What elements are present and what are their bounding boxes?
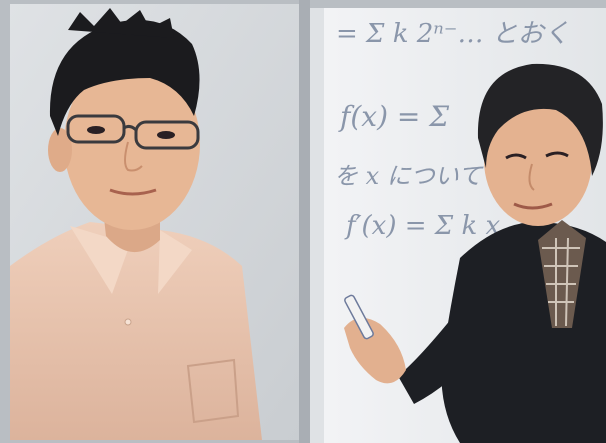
hair-spikes [68,8,174,38]
glasses-right-lens [134,120,200,150]
arm [398,308,484,404]
glasses-bridge [123,124,138,132]
ear [48,128,72,172]
plaid-pattern [542,237,580,327]
face-right [484,94,592,226]
photo-man-with-glasses [10,4,299,440]
whiteboard-scene: = Σ k 2ⁿ⁻… とおく f(x) = Σ を x について f′(x) =… [310,8,606,443]
math-line-3: を x について [334,162,484,190]
man-with-glasses-illustration [10,4,299,440]
shirt-collar-right [158,230,192,294]
right-eye-right [545,151,569,158]
left-eye [87,126,105,134]
nose-right [528,163,535,191]
frame-divider [299,0,310,443]
photo-man-at-whiteboard: = Σ k 2ⁿ⁻… とおく f(x) = Σ を x について f′(x) =… [310,8,606,443]
mouth [109,188,157,196]
shirt-pocket [186,358,240,424]
math-line-2: f(x) = Σ [338,100,449,133]
hair-right [477,63,603,177]
shirt-button [124,318,132,326]
mouth-right [513,202,553,210]
hand [344,317,406,384]
math-line-1: = Σ k 2ⁿ⁻… とおく [336,19,570,49]
face [64,58,200,230]
marker [344,294,374,340]
right-eye [157,131,175,139]
math-line-4: f′(x) = Σ k x [344,211,500,241]
whiteboard-edge [310,8,324,443]
left-eye-right [505,153,527,160]
nose [124,141,143,172]
shirt [10,222,262,440]
glasses-left-lens [66,114,126,144]
hair [49,19,200,136]
